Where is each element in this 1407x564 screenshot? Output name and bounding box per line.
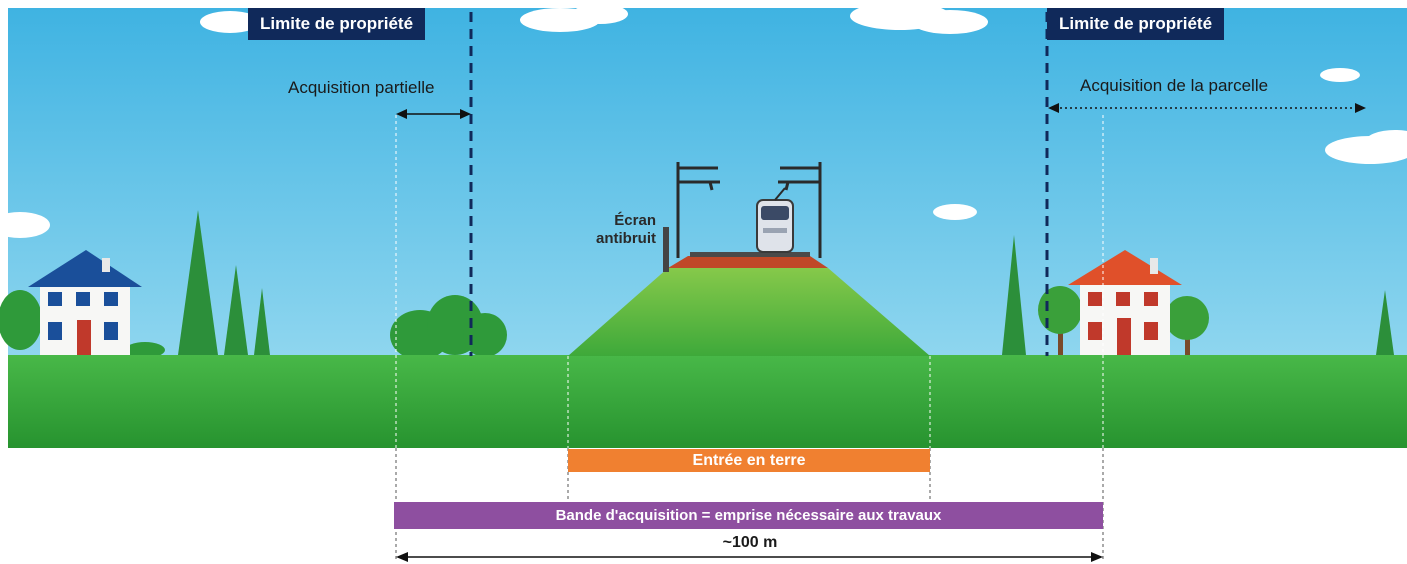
distance-label: ~100 m (722, 534, 778, 551)
earthwork-bar (568, 449, 930, 472)
distance-arrow (396, 552, 1103, 562)
property-limit-label-right: Limite de propriété (1047, 8, 1225, 40)
embankment (568, 268, 930, 356)
house-left (28, 250, 142, 355)
acquisition-band-bar (394, 502, 1103, 529)
catenary (676, 162, 822, 258)
property-limit-label-left: Limite de propriété (248, 8, 426, 40)
conifer-trees (178, 210, 1394, 355)
guide-lines (395, 115, 1104, 448)
partial-acquisition-label: Acquisition partielle (288, 78, 435, 97)
partial-acquisition-arrow (396, 109, 471, 119)
parcel-acquisition-arrow (1048, 103, 1366, 113)
round-trees (1038, 286, 1209, 356)
clouds (0, 2, 1407, 238)
parcel-acquisition-label: Acquisition de la parcelle (1080, 76, 1269, 95)
noise-barrier-label-line1: Écran (614, 212, 656, 229)
earthwork-label: Entrée en terre (692, 452, 806, 469)
noise-barrier (663, 227, 669, 272)
noise-barrier-label: Écran antibruit (578, 212, 656, 248)
ground (8, 355, 1407, 448)
ballast (668, 256, 828, 268)
house-right (1068, 250, 1182, 355)
acquisition-band-label: Bande d'acquisition = emprise nécessaire… (555, 507, 942, 524)
train (756, 187, 794, 253)
noise-barrier-label-line2: antibruit (596, 230, 656, 247)
bushes (0, 290, 507, 360)
